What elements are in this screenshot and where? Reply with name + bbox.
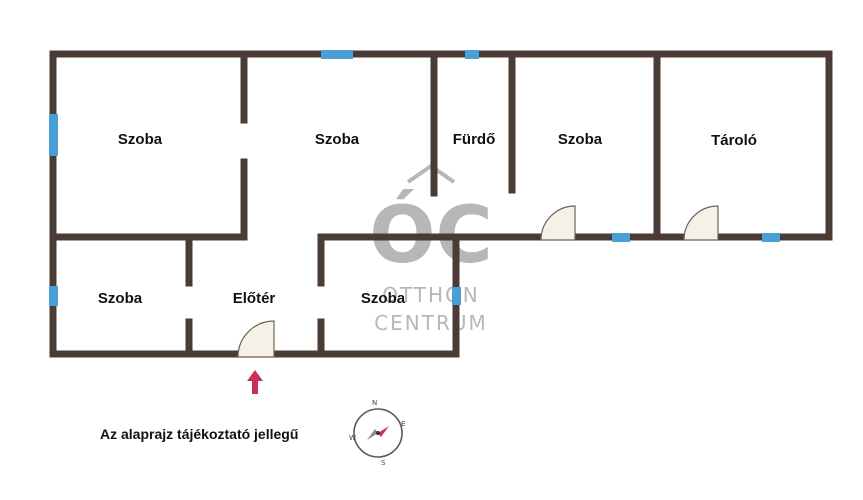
disclaimer-note: Az alaprajz tájékoztató jellegű [100, 426, 299, 442]
window-room1 [49, 114, 58, 156]
entrance-arrow-icon [247, 370, 263, 394]
compass-w: W [349, 434, 356, 442]
windows [49, 50, 780, 306]
window-room5 [452, 287, 461, 305]
door-room3 [540, 205, 576, 241]
window-bathroom [465, 50, 479, 59]
watermark-line1: OTTHON [382, 283, 480, 307]
room-label-bathroom: Fürdő [453, 131, 496, 148]
room-label-4: Szoba [98, 290, 143, 307]
window-room3 [612, 233, 630, 242]
compass-icon: N E S W [349, 399, 405, 467]
room-label-hall: Előtér [233, 290, 276, 307]
window-room4 [49, 286, 58, 306]
watermark-line2: CENTRUM [374, 311, 488, 335]
window-room2 [321, 50, 353, 59]
room-label-2: Szoba [315, 131, 360, 148]
room-label-5: Szoba [361, 290, 406, 307]
door-storage [683, 205, 719, 241]
compass-n: N [372, 399, 377, 407]
room-label-3: Szoba [558, 131, 603, 148]
doors [237, 205, 719, 358]
window-storage [762, 233, 780, 242]
room-label-storage: Tároló [711, 132, 757, 149]
room-label-1: Szoba [118, 131, 163, 148]
compass-e: E [401, 420, 405, 428]
door-entrance [237, 320, 275, 358]
compass-s: S [381, 459, 386, 467]
